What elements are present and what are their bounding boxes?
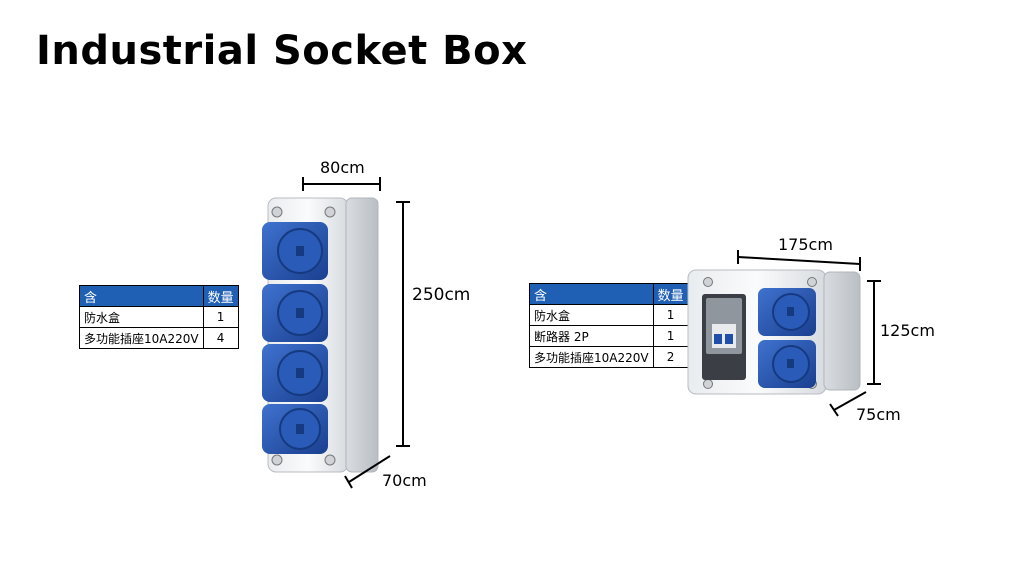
socket-group xyxy=(758,288,816,388)
dim-height-1: 250cm xyxy=(412,285,471,305)
dim-width-2: 175cm xyxy=(778,235,833,254)
header-item: 含 xyxy=(529,283,654,305)
row-item: 多功能插座10A220V xyxy=(529,346,654,368)
socket-box-horizontal xyxy=(687,250,881,417)
contents-table-2: 含 数量 防水盒 1 断路器 2P 1 多功能插座10A220V 2 xyxy=(529,283,689,368)
page-title: Industrial Socket Box xyxy=(36,28,528,74)
header-qty: 数量 xyxy=(652,283,689,305)
table-row: 多功能插座10A220V 2 xyxy=(529,346,689,368)
header-qty: 数量 xyxy=(202,285,239,307)
socket-group xyxy=(262,222,328,454)
breaker xyxy=(702,294,746,380)
row-qty: 4 xyxy=(202,327,239,349)
dimension-lines xyxy=(302,177,410,489)
dim-height-2: 125cm xyxy=(880,321,935,340)
table-row: 多功能插座10A220V 4 xyxy=(79,327,239,349)
table-row: 断路器 2P 1 xyxy=(529,325,689,347)
table-header-row: 含 数量 xyxy=(529,283,689,305)
dim-depth-1: 70cm xyxy=(382,471,427,490)
dimension-lines xyxy=(737,250,881,417)
dim-depth-2: 75cm xyxy=(856,405,901,424)
socket-box-vertical xyxy=(262,177,410,489)
table-header-row: 含 数量 xyxy=(79,285,239,307)
row-item: 多功能插座10A220V xyxy=(79,327,204,349)
dim-width-1: 80cm xyxy=(320,158,365,177)
contents-table-1: 含 数量 防水盒 1 多功能插座10A220V 4 xyxy=(79,285,239,349)
row-item: 断路器 2P xyxy=(529,325,654,347)
